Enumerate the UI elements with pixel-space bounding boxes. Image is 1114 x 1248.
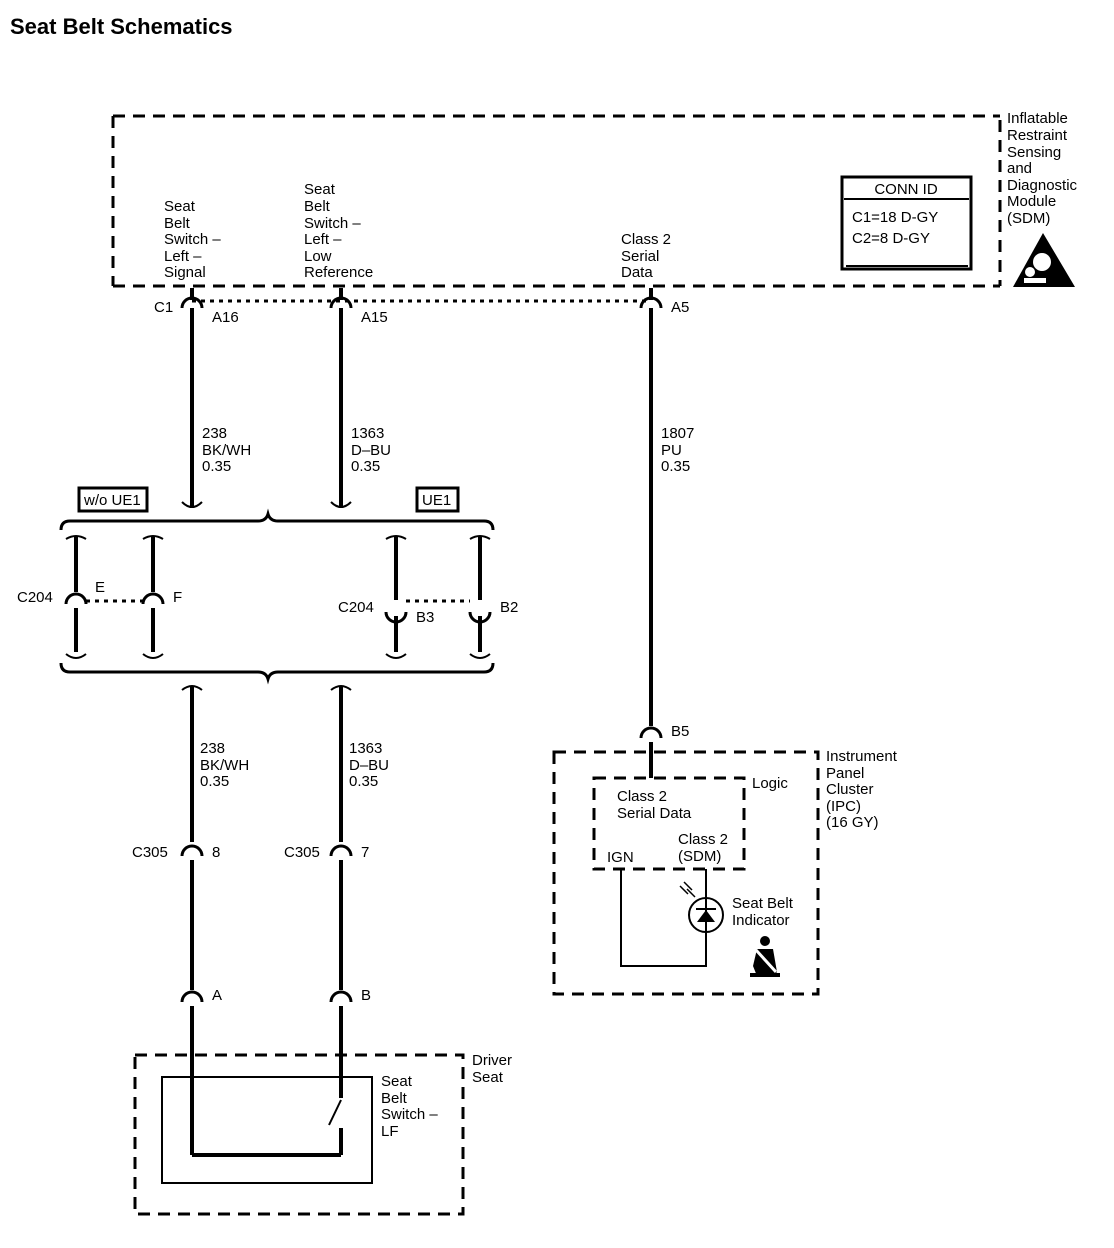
pin-label-class2-serial-data: Class 2 Serial Data [621, 231, 675, 281]
c1-connector-label: C1 [154, 299, 173, 316]
conn-id-box: CONN ID C1=18 D-GY C2=8 D-GY [840, 175, 973, 271]
wire-238-lower-label: 238 BK/WH 0.35 [200, 740, 253, 790]
seat-belt-switch-label: Seat Belt Switch – LF [381, 1073, 442, 1140]
driver-seat-pin-b: B [361, 987, 371, 1004]
pin-a15: A15 [361, 309, 388, 326]
logic-label: Logic [752, 775, 788, 792]
ipc-label: Instrument Panel Cluster (IPC) (16 GY) [826, 748, 901, 831]
ipc-class2-sdm-label: Class 2 (SDM) [678, 831, 732, 865]
pin-a5: A5 [671, 299, 689, 316]
c305-right-label: C305 [284, 844, 320, 861]
c305-left-label: C305 [132, 844, 168, 861]
option-brace-bottom [59, 662, 495, 685]
c204-pin-e: E [95, 579, 105, 596]
option-wo-ue1: w/o UE1 [83, 492, 141, 509]
ipc-pin-b5: B5 [671, 723, 689, 740]
c305-connector [180, 844, 353, 857]
c305-pin-7: 7 [361, 844, 369, 861]
terminal-b5 [639, 726, 663, 739]
c204-right-label: C204 [338, 599, 374, 616]
seat-belt-switch-lf [190, 1006, 343, 1157]
sdm-label: Inflatable Restraint Sensing and Diagnos… [1007, 110, 1081, 227]
airbag-warning-icon [1013, 233, 1075, 287]
wire-1363-lower-label: 1363 D–BU 0.35 [349, 740, 393, 790]
sdm-module [111, 114, 1002, 288]
conn-id-title: CONN ID [874, 181, 938, 198]
seat-belt-indicator-circuit [620, 869, 724, 967]
terminal-a [180, 990, 204, 1003]
ipc-box [552, 750, 820, 996]
ipc-serial-data-label: Class 2 Serial Data [617, 788, 692, 822]
wire-1363-upper-label: 1363 D–BU 0.35 [351, 425, 395, 475]
c204-pin-b2: B2 [500, 599, 518, 616]
ipc-ign-label: IGN [607, 849, 634, 866]
pin-label-signal: Seat Belt Switch – Left – Signal [164, 198, 225, 281]
conn-id-c1: C1=18 D-GY [852, 209, 938, 226]
c204-left [64, 535, 165, 659]
c204-left-label: C204 [17, 589, 53, 606]
option-brace-top [59, 508, 495, 531]
driver-seat-pin-a: A [212, 987, 222, 1004]
page-title: Seat Belt Schematics [10, 14, 233, 39]
terminal-b [329, 990, 353, 1003]
pin-a16: A16 [212, 309, 239, 326]
pin-label-low-reference: Seat Belt Switch – Left – Low Reference [304, 181, 373, 281]
c204-pin-b3: B3 [416, 609, 434, 626]
seat-belt-icon [750, 936, 780, 977]
option-ue1: UE1 [422, 492, 451, 509]
driver-seat-label: Driver Seat [472, 1052, 516, 1086]
led-light-icon [679, 881, 696, 898]
c204-pin-f: F [173, 589, 182, 606]
seat-belt-switch-box [161, 1076, 373, 1184]
wire-238-upper-label: 238 BK/WH 0.35 [202, 425, 255, 475]
conn-id-c2: C2=8 D-GY [852, 230, 930, 247]
driver-seat-box [133, 1053, 465, 1216]
seat-belt-indicator-label: Seat Belt Indicator [732, 895, 797, 929]
c305-pin-8: 8 [212, 844, 220, 861]
wire-1807-label: 1807 PU 0.35 [661, 425, 699, 475]
c204-right [384, 535, 492, 659]
